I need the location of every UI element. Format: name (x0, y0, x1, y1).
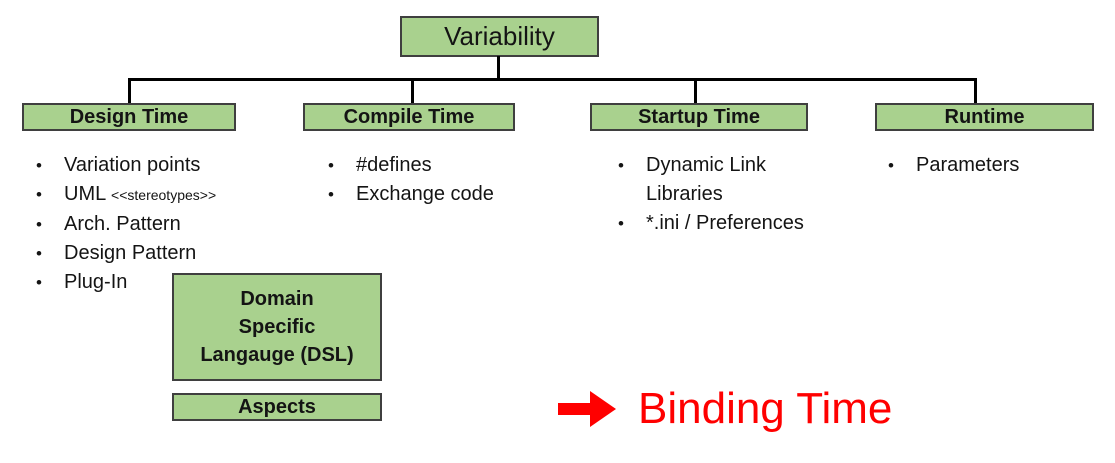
aspects-box-label: Aspects (238, 395, 316, 418)
bullet-icon: • (618, 214, 624, 233)
list-item: • Plug-In (30, 268, 285, 297)
list-item-text: Exchange code (356, 183, 494, 205)
bullet-icon: • (888, 156, 894, 175)
bullet-icon: • (36, 185, 42, 204)
bullet-list-startup-time: • Dynamic Link Libraries • *.ini / Prefe… (612, 151, 824, 238)
list-item-text: UML (64, 183, 106, 205)
list-item: • #defines (322, 151, 557, 180)
list-item-text: Variation points (64, 154, 201, 176)
list-item: • Variation points (30, 151, 285, 180)
list-item-text: Plug-In (64, 271, 128, 293)
dsl-box-line: Domain (240, 288, 314, 310)
list-item-text: *.ini / Preferences (646, 212, 804, 234)
connector-drop-design (128, 81, 131, 103)
bullet-icon: • (36, 273, 42, 292)
connector-drop-runtime (974, 81, 977, 103)
list-item: • *.ini / Preferences (612, 209, 824, 238)
bullet-icon: • (618, 156, 624, 175)
connector-root-stub (497, 56, 500, 81)
connector-drop-compile (411, 81, 414, 103)
branch-header-label: Runtime (944, 105, 1025, 128)
list-item: • Arch. Pattern (30, 210, 285, 239)
bullet-icon: • (36, 156, 42, 175)
bullet-icon: • (36, 215, 42, 234)
list-item: • Parameters (882, 151, 1102, 180)
dsl-box-line: Specific (238, 316, 316, 338)
list-item-text: Parameters (916, 154, 1020, 176)
list-item-small-text: <<stereotypes>> (111, 187, 217, 203)
branch-header-runtime: Runtime (875, 103, 1094, 131)
list-item-text: Arch. Pattern (64, 213, 181, 235)
list-item: • Dynamic Link Libraries (612, 151, 824, 209)
root-node-variability: Variability (400, 16, 599, 57)
aspects-box: Aspects (172, 393, 382, 421)
root-node-label: Variability (444, 21, 555, 51)
list-item: • Exchange code (322, 180, 557, 209)
binding-time-label: Binding Time (638, 384, 893, 433)
branch-header-design-time: Design Time (22, 103, 236, 131)
branch-header-label: Startup Time (638, 105, 760, 128)
list-item: • Design Pattern (30, 239, 285, 268)
dsl-box-line: Langauge (DSL) (200, 344, 354, 366)
branch-header-compile-time: Compile Time (303, 103, 515, 131)
branch-header-startup-time: Startup Time (590, 103, 808, 131)
arrow-right-icon (556, 385, 618, 433)
dsl-box: Domain Specific Langauge (DSL) (172, 273, 382, 381)
list-item-text: #defines (356, 154, 432, 176)
binding-time-annotation: Binding Time (556, 384, 892, 434)
connector-trunk (128, 78, 977, 81)
branch-header-label: Design Time (69, 105, 189, 128)
list-item-text: Dynamic Link Libraries (646, 154, 767, 205)
list-item-text: Design Pattern (64, 242, 197, 264)
bullet-list-runtime: • Parameters (882, 151, 1102, 180)
bullet-icon: • (328, 156, 334, 175)
bullet-icon: • (36, 244, 42, 263)
connector-drop-startup (694, 81, 697, 103)
bullet-icon: • (328, 185, 334, 204)
list-item: • UML <<stereotypes>> (30, 180, 285, 210)
bullet-list-design-time: • Variation points • UML <<stereotypes>>… (30, 151, 285, 297)
bullet-list-compile-time: • #defines • Exchange code (322, 151, 557, 209)
branch-header-label: Compile Time (343, 105, 475, 128)
